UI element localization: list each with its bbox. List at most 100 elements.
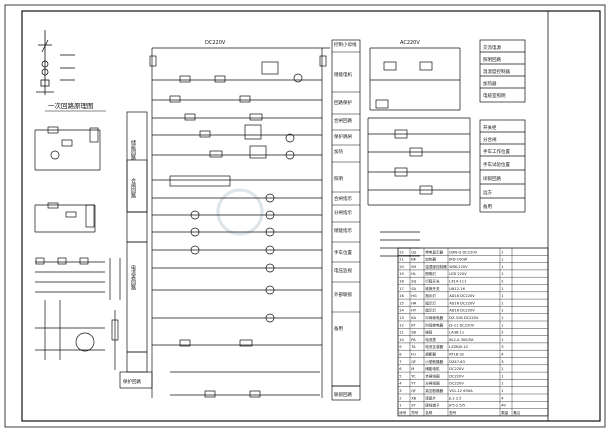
svg-text:储能指示: 储能指示 [334,227,352,234]
table-cell: 电流表 [425,337,436,342]
table-cell: QF [411,360,416,364]
watermark [216,188,264,236]
table-cell: 5 [399,374,401,378]
table-cell: 19 [399,272,404,276]
table-cell: 2 [501,331,503,335]
table-cell: 1 [501,250,503,254]
table-cell: LX19-111 [449,280,466,284]
table-cell: 中间继电器 [425,315,443,320]
left-label-boxes [126,111,148,373]
table-cell: 17 [399,287,404,291]
table-cell: 温湿度控制器 [425,264,447,269]
table-cell: AD16 DC220V [449,301,475,305]
bottom-box-label: 联锁回路 [334,391,352,398]
left-label-1: 储能回路 [130,139,136,161]
table-cell: XB [411,396,416,400]
table-cell: 转换开关 [425,286,440,291]
table-cell: 1 [399,404,401,408]
inner-frame [21,10,601,422]
table-cell: 1 [501,294,503,298]
table-header-cell: 数量 [501,410,509,415]
svg-text:电压监视: 电压监视 [334,267,352,274]
svg-text:交流电源: 交流电源 [483,44,501,51]
table-cell: WSK-220V [449,265,468,269]
table-cell: AD16 DC220V [449,294,475,298]
table-cell: 20 [399,265,404,269]
table-cell: 15 [399,301,404,305]
table-cell: ST [411,404,416,408]
svg-text:分闸指示: 分闸指示 [334,209,352,216]
one-line-title: 一次回路原理图 [48,101,94,110]
table-cell: HY [411,309,417,313]
table-cell: 6 [399,367,402,371]
svg-text:外部联锁: 外部联锁 [334,291,352,298]
svg-text:控制小母线: 控制小母线 [334,41,357,48]
table-cell: QF [411,389,416,393]
one-line-diagram [36,30,75,95]
table-cell: 接线端子 [425,403,440,408]
table-cell: 1 [501,258,503,262]
svg-text:手车试验位置: 手车试验位置 [483,161,510,168]
table-cell: 带电显示器 [425,249,443,254]
table-cell: LA38-11 [449,331,464,335]
dc-control-circuit [149,47,330,398]
left-label-2: 合闸回路 [130,177,136,199]
table-cell: LZZBJ9-10 [449,345,468,349]
table-cell: 加热器 [425,257,436,262]
table-cell: 12 [399,323,404,327]
svg-text:开关柜: 开关柜 [483,124,497,131]
right-label-boxes [479,39,526,213]
table-cell: AD16 DC220V [449,309,475,313]
table-header-cell: 名称 [425,410,433,415]
table-cell: YT [411,382,416,386]
table-cell: 6L2-A 300/5A [449,338,474,342]
table-header-cell: 备注 [513,410,521,415]
svg-text:保护跳闸: 保护跳闸 [334,133,352,140]
table-cell: 4 [501,396,504,400]
table-cell: 合闸线圈 [425,373,440,378]
table-cell: DC220V [449,374,464,378]
table-cell: 18 [399,280,404,284]
table-cell: 3 [501,345,503,349]
table-cell: YC [411,374,416,378]
table-cell: DC220V [449,382,464,386]
table-cell: 10 [399,338,404,342]
table-cell: 3 [399,389,401,393]
parts-table-frame [397,247,549,417]
table-cell: 4 [399,382,402,386]
table-cell: 1 [501,316,503,320]
table-cell: 1 [501,287,503,291]
svg-text:合闸指示: 合闸指示 [334,195,352,202]
svg-text:远方: 远方 [483,189,492,196]
table-header-cell: 符号 [411,410,419,415]
svg-text:照明回路: 照明回路 [483,56,501,63]
table-cell: LED 220V [449,272,467,276]
table-cell: BK [411,258,416,262]
table-cell: 行程开关 [425,279,440,284]
table-cell: 11 [399,331,404,335]
table-cell: 指示灯 [425,308,436,313]
table-cell: 2 [399,396,401,400]
table-cell: 21 [399,258,404,262]
storage-circuit [34,126,101,233]
table-cell: 按钮 [425,330,433,335]
svg-text:合闸回路: 合闸回路 [334,117,352,124]
table-cell: 22 [399,250,404,254]
table-cell: HG [411,294,417,298]
bottom-left-box-label: 保护回路 [123,378,141,385]
table-cell: FU [411,353,416,357]
table-cell: 3 [501,360,503,364]
table-cell: JL1-2.5 [448,396,461,400]
table-cell: 8 [399,353,402,357]
table-cell: HL [411,272,416,276]
table-cell: 1 [501,374,503,378]
table-cell: 1 [501,389,503,393]
table-cell: 9 [399,345,402,349]
right-label-texts: 交流电源 照明回路 温湿度控制器 加热器 电缆室照明 开关柜 分合闸 手车工作位… [483,44,510,210]
table-cell: 1 [501,367,503,371]
table-cell: 1 [501,272,503,276]
table-cell: QS [411,250,417,254]
table-cell: SQ [411,280,416,284]
table-cell: VS1-12 630A [449,389,473,393]
table-cell: 小型断路器 [425,359,443,364]
